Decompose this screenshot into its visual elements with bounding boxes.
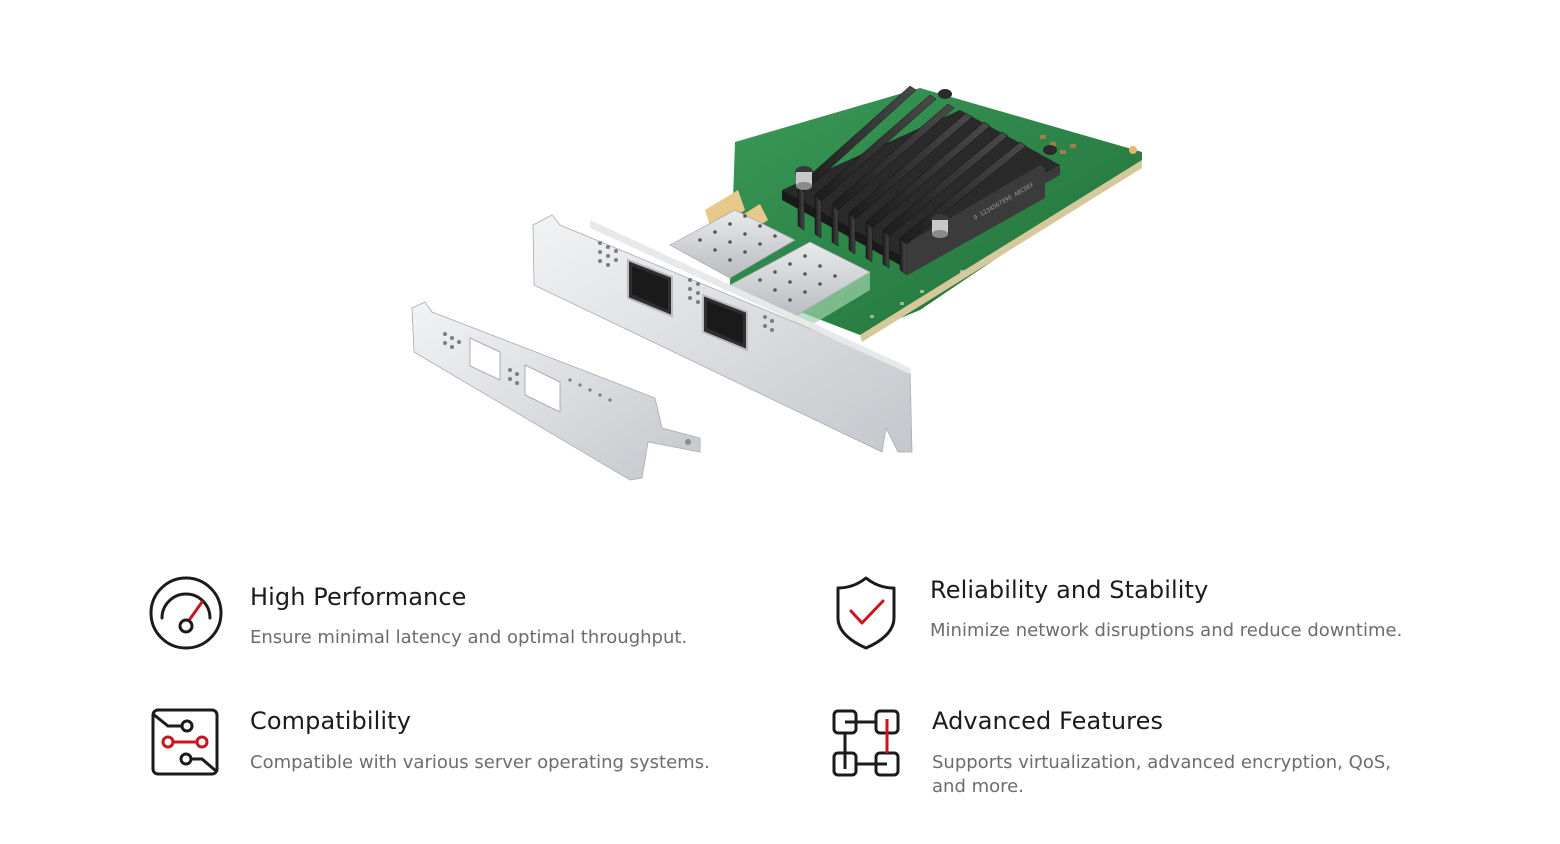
feature-description: Ensure minimal latency and optimal throu… bbox=[250, 627, 688, 648]
feature-description: Supports virtualization, advanced encryp… bbox=[932, 752, 1391, 797]
circuit-board-icon bbox=[150, 707, 220, 781]
speedometer-icon bbox=[148, 575, 224, 655]
feature-advanced-features: Advanced Features Supports virtualizatio… bbox=[830, 707, 1450, 807]
feature-title: High Performance bbox=[250, 583, 467, 611]
product-image: 0 1234567890 ABCDEF bbox=[400, 80, 1160, 500]
feature-high-performance: High Performance Ensure minimal latency … bbox=[148, 575, 748, 655]
shield-check-icon bbox=[832, 574, 900, 654]
heatsink: 0 1234567890 ABCDEF bbox=[782, 85, 1060, 276]
feature-title: Advanced Features bbox=[932, 707, 1164, 735]
full-height-bracket bbox=[532, 214, 913, 453]
heatsink-screw bbox=[931, 214, 949, 238]
feature-title: Reliability and Stability bbox=[930, 576, 1209, 604]
feature-title: Compatibility bbox=[250, 707, 411, 735]
feature-reliability-stability: Reliability and Stability Minimize netwo… bbox=[832, 572, 1452, 652]
feature-description: Compatible with various server operating… bbox=[250, 752, 710, 773]
feature-description: Minimize network disruptions and reduce … bbox=[930, 620, 1403, 641]
sfp-port-1 bbox=[627, 258, 673, 318]
network-nodes-icon bbox=[830, 707, 902, 783]
sfp-cage-1 bbox=[669, 209, 796, 279]
low-profile-bracket bbox=[411, 301, 701, 481]
sfp-port-2 bbox=[702, 293, 748, 352]
heatsink-screw bbox=[795, 166, 813, 190]
feature-compatibility: Compatibility Compatible with various se… bbox=[150, 707, 750, 787]
